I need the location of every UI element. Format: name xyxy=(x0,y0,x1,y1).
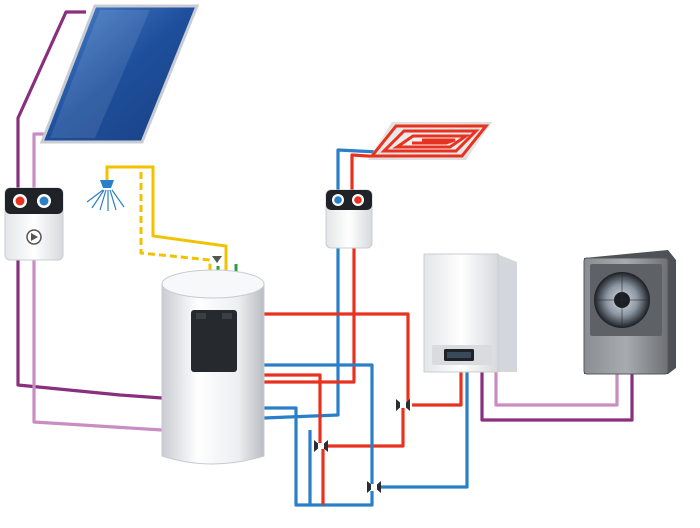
heating-circuit-pump-station xyxy=(325,189,373,249)
outdoor-line-2 xyxy=(494,372,619,407)
floor-return-pipe xyxy=(336,148,379,196)
floor-station-flow-down xyxy=(264,248,356,384)
heat-pump-outdoor-unit xyxy=(583,250,676,375)
sensor-marker xyxy=(212,256,222,263)
valve-icon xyxy=(367,481,381,493)
indoor-flow-out xyxy=(412,372,463,407)
solar-collector xyxy=(39,4,200,144)
shower-icon xyxy=(100,180,114,188)
solar-return-pipe xyxy=(32,132,163,432)
hot-water-storage-tank xyxy=(161,269,265,465)
underfloor-heating-coil xyxy=(368,122,492,160)
floor-station-return-down xyxy=(263,248,340,420)
tank-control-panel xyxy=(191,310,237,372)
valve-icon xyxy=(314,440,328,452)
tank-flow-mid xyxy=(264,373,322,446)
solar-pump-station xyxy=(4,187,64,261)
hot-water-pipe xyxy=(105,165,228,315)
tank-flow-top xyxy=(264,312,410,405)
outdoor-line-1 xyxy=(480,372,634,422)
valve-icon xyxy=(396,399,410,411)
tank-return-mid xyxy=(264,363,374,488)
tank-return-low xyxy=(264,406,374,507)
three-way-valves xyxy=(314,399,410,493)
valve-to-floor-flow xyxy=(327,405,405,448)
heat-pump-indoor-unit xyxy=(423,253,517,373)
indoor-return xyxy=(376,372,469,489)
solar-panel-icon xyxy=(39,4,200,144)
shower-head xyxy=(86,180,125,211)
